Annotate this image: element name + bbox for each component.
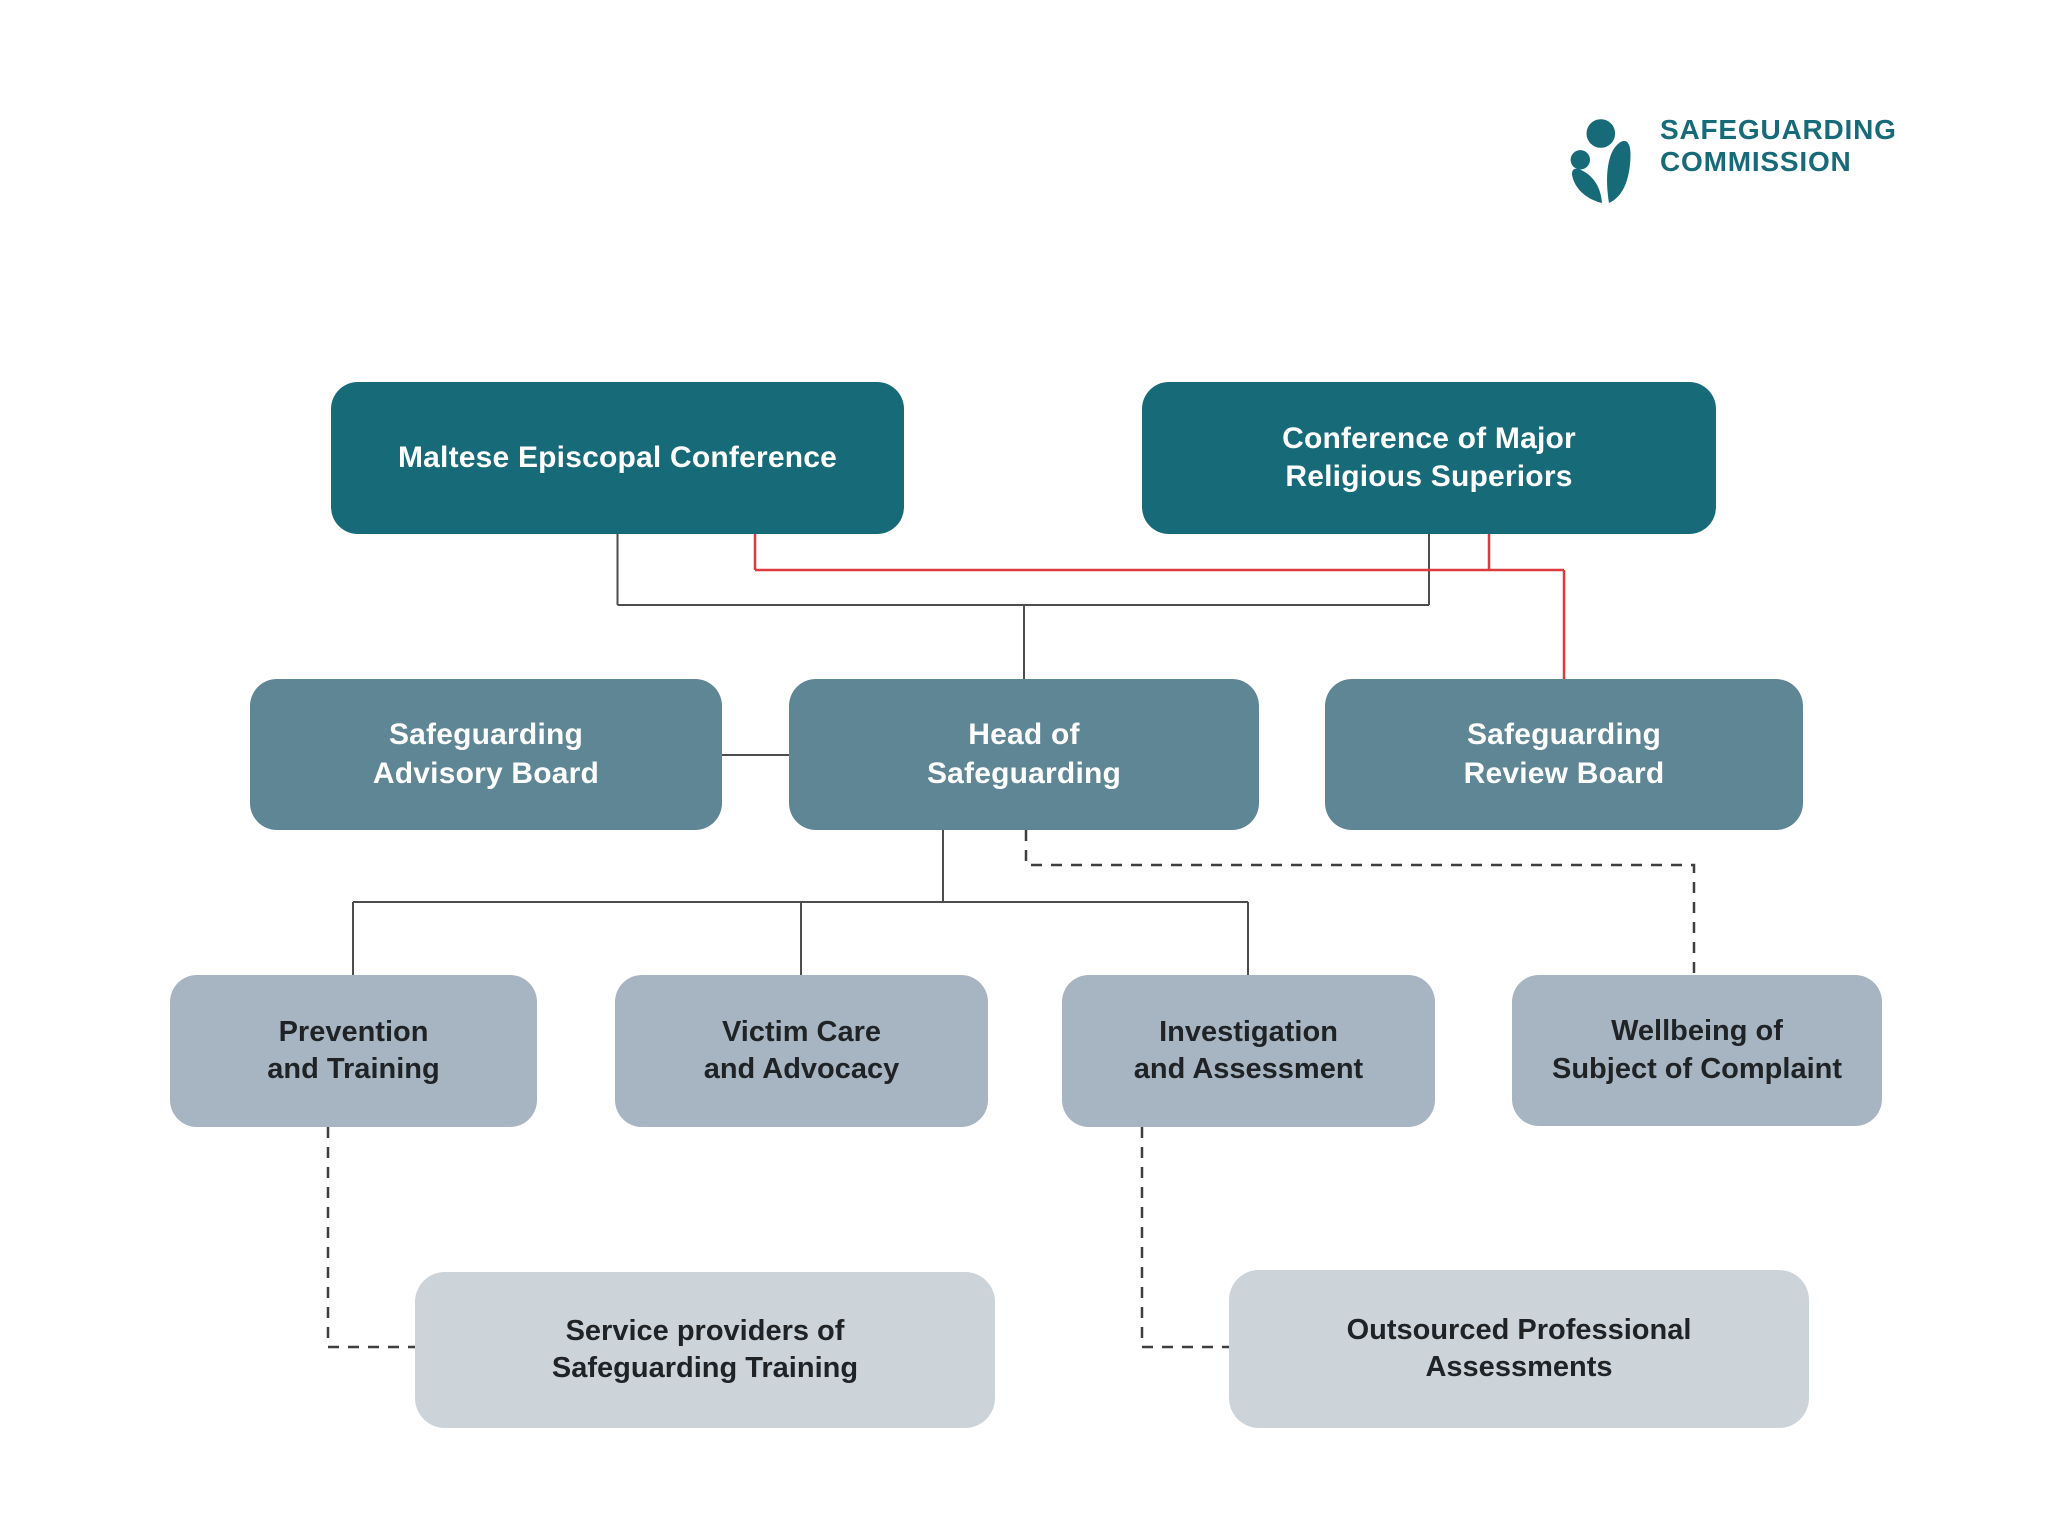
node-outsourced-professional-assessments: Outsourced Professional Assessments [1229, 1270, 1809, 1428]
logo-line-1: SAFEGUARDING [1660, 114, 1897, 145]
node-label: Maltese Episcopal Conference [397, 440, 838, 474]
node-label: Head of Safeguarding [926, 718, 1122, 790]
dashed-connectors [326, 830, 1696, 1349]
logo-line-2: COMMISSION [1660, 146, 1852, 177]
node-label: Safeguarding Review Board [1463, 718, 1665, 790]
node-service-providers-of-safeguarding-training: Service providers of Safeguarding Traini… [415, 1272, 995, 1428]
safeguarding-commission-logo: SAFEGUARDING COMMISSION [1560, 100, 1897, 210]
node-prevention-and-training: Prevention and Training [170, 975, 537, 1127]
node-head-of-safeguarding: Head of Safeguarding [789, 679, 1259, 830]
logo-mark-icon [1570, 119, 1631, 203]
node-label: Outsourced Professional Assessments [1346, 1313, 1692, 1383]
node-label: Conference of Major Religious Superiors [1282, 421, 1576, 493]
node-wellbeing-of-subject-of-complaint: Wellbeing of Subject of Complaint [1512, 975, 1882, 1126]
node-label: Victim Care and Advocacy [703, 1015, 900, 1085]
node-safeguarding-review-board: Safeguarding Review Board [1325, 679, 1803, 830]
node-maltese-episcopal-conference: Maltese Episcopal Conference [331, 382, 904, 534]
node-investigation-and-assessment: Investigation and Assessment [1062, 975, 1435, 1127]
node-conference-of-major-religious-superiors: Conference of Major Religious Superiors [1142, 382, 1716, 534]
node-label: Wellbeing of Subject of Complaint [1552, 1015, 1842, 1085]
logo-wordmark: SAFEGUARDING COMMISSION [1660, 114, 1897, 178]
node-label: Service providers of Safeguarding Traini… [551, 1314, 859, 1384]
solid-red-connectors [753, 534, 1566, 679]
node-label: Prevention and Training [267, 1015, 440, 1085]
node-safeguarding-advisory-board: Safeguarding Advisory Board [250, 679, 722, 830]
node-label: Safeguarding Advisory Board [372, 718, 600, 790]
solid-gray-connectors [352, 534, 1430, 975]
node-label: Investigation and Assessment [1133, 1015, 1364, 1085]
node-victim-care-and-advocacy: Victim Care and Advocacy [615, 975, 988, 1127]
